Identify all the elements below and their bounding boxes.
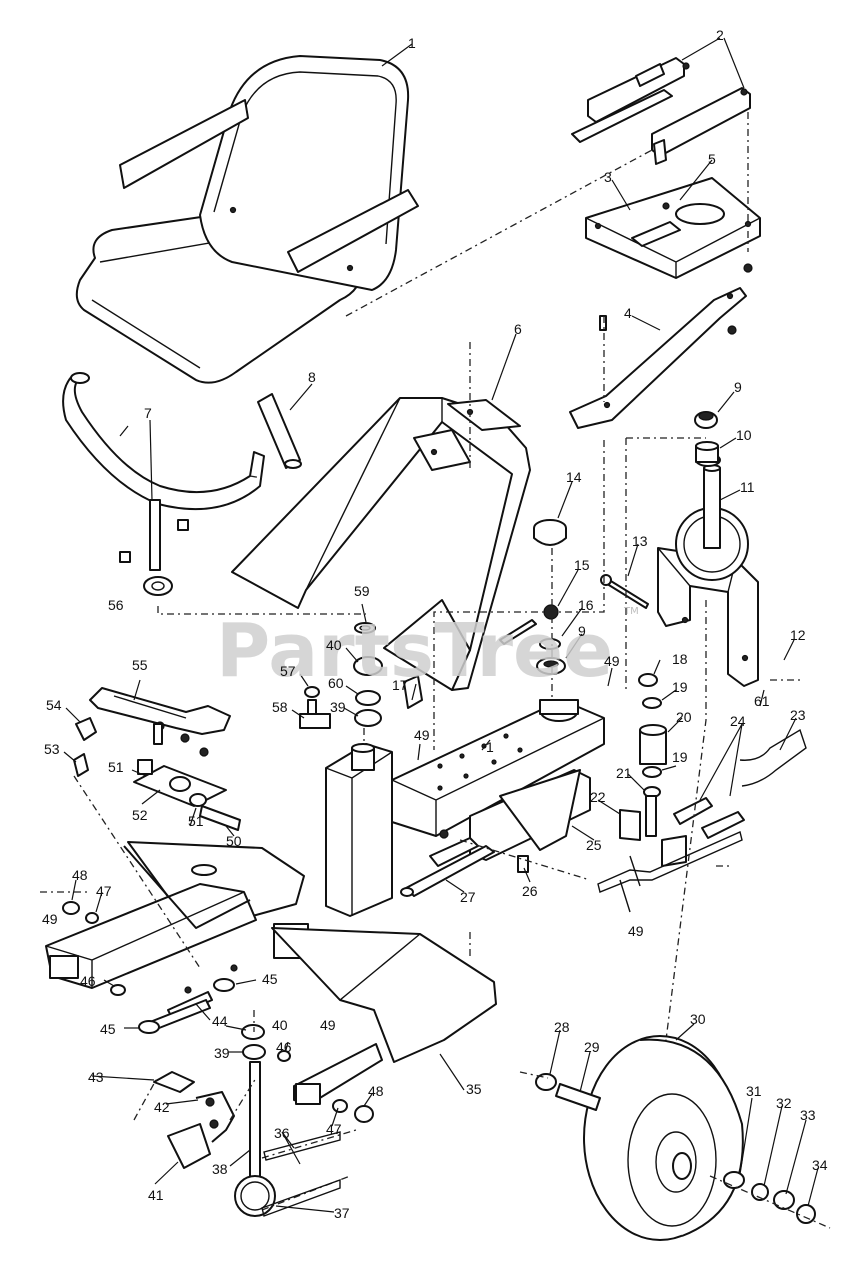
callout-53: 53 <box>44 741 60 757</box>
callout-39a: 39 <box>214 1045 230 1061</box>
callout-33: 33 <box>800 1107 816 1123</box>
callout-1b: 1 <box>486 739 494 755</box>
callout-18: 18 <box>672 651 688 667</box>
callout-30: 30 <box>690 1011 706 1027</box>
callout-26: 26 <box>522 883 538 899</box>
callout-51b: 51 <box>188 813 204 829</box>
seat-part <box>75 55 419 384</box>
callout-45a: 45 <box>262 971 278 987</box>
callout-14: 14 <box>566 469 582 485</box>
callout-43: 43 <box>88 1069 104 1085</box>
callout-28: 28 <box>554 1019 570 1035</box>
callout-10: 10 <box>736 427 752 443</box>
callout-44: 44 <box>212 1013 228 1029</box>
callout-19b: 19 <box>672 749 688 765</box>
callout-50: 50 <box>226 833 242 849</box>
seat-frame-part <box>231 397 531 691</box>
callout-40b: 40 <box>326 637 342 653</box>
callout-49b: 49 <box>320 1017 336 1033</box>
callout-52: 52 <box>132 807 148 823</box>
callout-46a: 46 <box>80 973 96 989</box>
callout-36: 36 <box>274 1125 290 1141</box>
callout-6: 6 <box>514 321 522 337</box>
callout-11: 11 <box>740 479 755 495</box>
brake-pedal-part <box>73 687 241 831</box>
callout-49d: 49 <box>604 653 620 669</box>
callout-38: 38 <box>212 1161 228 1177</box>
callout-31: 31 <box>746 1083 762 1099</box>
callout-19a: 19 <box>672 679 688 695</box>
callout-24: 24 <box>730 713 746 729</box>
callout-47a: 47 <box>96 883 112 899</box>
leader-lines <box>63 37 819 1213</box>
callout-35: 35 <box>466 1081 482 1097</box>
callout-17: 17 <box>392 677 408 693</box>
callout-57: 57 <box>280 663 296 679</box>
callout-61: 61 <box>754 693 770 709</box>
callout-42: 42 <box>154 1099 170 1115</box>
right-mechanism-parts <box>299 673 807 913</box>
callout-32: 32 <box>776 1095 792 1111</box>
callout-27: 27 <box>460 889 476 905</box>
callout-3: 3 <box>604 169 612 185</box>
watermark-text: PartsTree <box>216 608 613 694</box>
upper-bearing-part <box>694 411 719 463</box>
axle-bolt-part <box>600 574 649 609</box>
left-small-parts <box>62 901 238 1169</box>
callout-41: 41 <box>148 1187 164 1203</box>
seat-support-part <box>569 287 747 429</box>
callout-8: 8 <box>308 369 316 385</box>
steering-shaft-part <box>234 1024 374 1217</box>
assembly-lines <box>40 112 831 1229</box>
callout-45b: 45 <box>100 1021 116 1037</box>
callout-56: 56 <box>108 597 124 613</box>
callout-22: 22 <box>590 789 606 805</box>
callout-15: 15 <box>574 557 590 573</box>
callout-9a: 9 <box>734 379 742 395</box>
callout-54: 54 <box>46 697 62 713</box>
callout-34: 34 <box>812 1157 828 1173</box>
callout-9b: 9 <box>578 623 586 639</box>
callout-48b: 48 <box>368 1083 384 1099</box>
callout-39b: 39 <box>330 699 346 715</box>
callout-40a: 40 <box>272 1017 288 1033</box>
fork-part <box>657 453 759 687</box>
callout-55: 55 <box>132 657 148 673</box>
callout-29: 29 <box>584 1039 600 1055</box>
wheel-part <box>535 1035 816 1241</box>
watermark-tm: TM <box>623 606 639 617</box>
callout-58: 58 <box>272 699 288 715</box>
callout-13: 13 <box>632 533 648 549</box>
callout-37: 37 <box>334 1205 350 1221</box>
callout-4: 4 <box>624 305 632 321</box>
callout-51a: 51 <box>108 759 124 775</box>
callout-59: 59 <box>354 583 370 599</box>
callout-46b: 46 <box>276 1039 292 1055</box>
callout-47b: 47 <box>326 1121 342 1137</box>
callout-2: 2 <box>716 27 724 43</box>
seat-plate-part <box>585 177 761 279</box>
callout-23: 23 <box>790 707 806 723</box>
callout-25: 25 <box>586 837 602 853</box>
callout-48a: 48 <box>72 867 88 883</box>
callout-21: 21 <box>616 765 632 781</box>
callout-16: 16 <box>578 597 594 613</box>
handlebar-part <box>62 372 302 596</box>
main-frame-part <box>45 699 605 1105</box>
callout-49c: 49 <box>414 727 430 743</box>
callout-5: 5 <box>708 151 716 167</box>
callout-49a: 49 <box>42 911 58 927</box>
callout-12: 12 <box>790 627 806 643</box>
callout-labels: 1 2 3 4 5 6 7 8 9 10 11 12 13 14 15 16 9… <box>42 27 828 1221</box>
callout-49e: 49 <box>628 923 644 939</box>
callout-1: 1 <box>408 35 416 51</box>
seat-rails-part <box>571 57 751 165</box>
callout-20: 20 <box>676 709 692 725</box>
callout-7: 7 <box>144 405 152 421</box>
callout-60: 60 <box>328 675 344 691</box>
